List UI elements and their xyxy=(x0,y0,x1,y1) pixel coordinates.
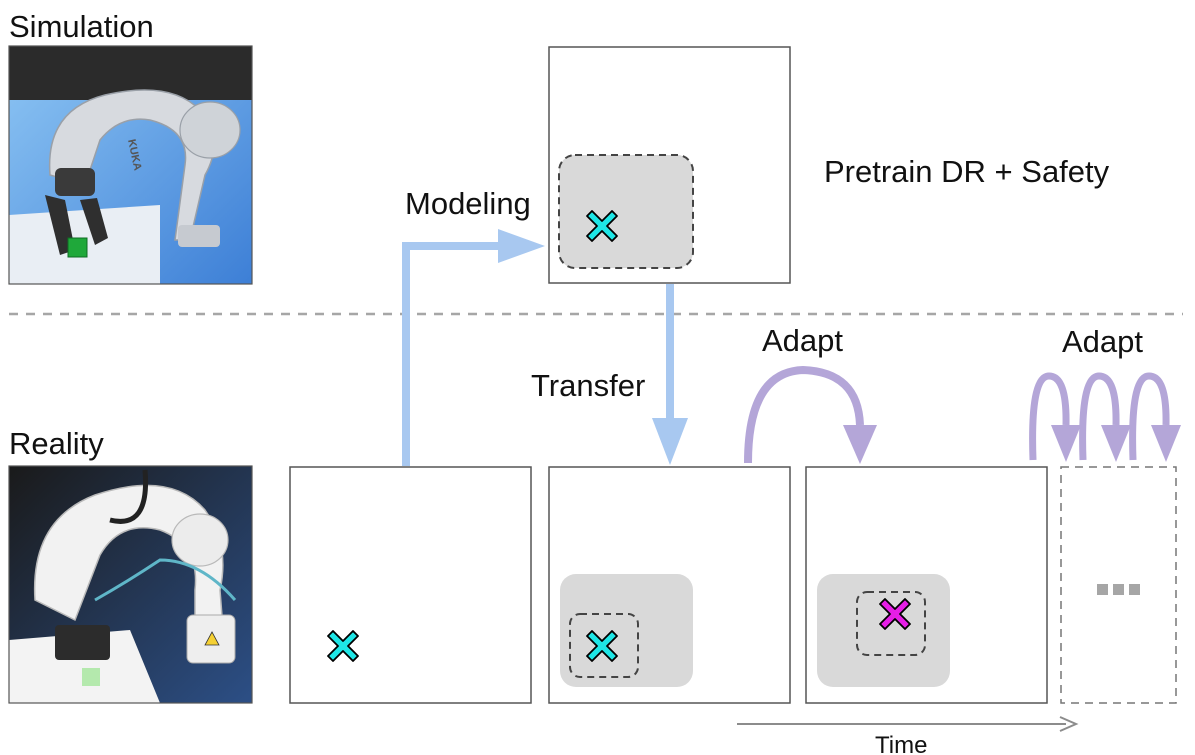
reality-panel-4 xyxy=(1060,466,1177,704)
safe-region xyxy=(569,613,639,678)
sim-panel xyxy=(548,46,791,284)
prior-region xyxy=(817,574,950,687)
time-label: Time xyxy=(875,732,927,755)
prior-region xyxy=(560,574,693,687)
safe-region xyxy=(856,591,926,656)
repeated-adapt-arrows xyxy=(1029,372,1181,462)
ellipsis-dot xyxy=(1129,584,1140,595)
reality-label: Reality xyxy=(9,426,104,461)
time-arrow xyxy=(737,716,1079,732)
adapt-label: Adapt xyxy=(1062,324,1143,359)
simulation-image: KUKA xyxy=(8,45,253,285)
modeling-arrow xyxy=(402,229,545,466)
ellipsis-dot xyxy=(1097,584,1108,595)
adapt-label: Adapt xyxy=(762,323,843,358)
modeling-label: Modeling xyxy=(405,186,531,221)
reality-panel-1 xyxy=(289,466,532,704)
transfer-arrow xyxy=(652,284,688,465)
reality-panel-3 xyxy=(805,466,1048,704)
ellipsis-dot xyxy=(1113,584,1124,595)
pretrain-label: Pretrain DR + Safety xyxy=(824,154,1110,189)
transfer-label: Transfer xyxy=(531,368,645,403)
simulation-label: Simulation xyxy=(9,9,154,44)
dr-safe-region xyxy=(558,154,694,269)
reality-image xyxy=(8,465,253,704)
reality-panel-2 xyxy=(548,466,791,704)
adapt-arrow xyxy=(744,365,877,464)
